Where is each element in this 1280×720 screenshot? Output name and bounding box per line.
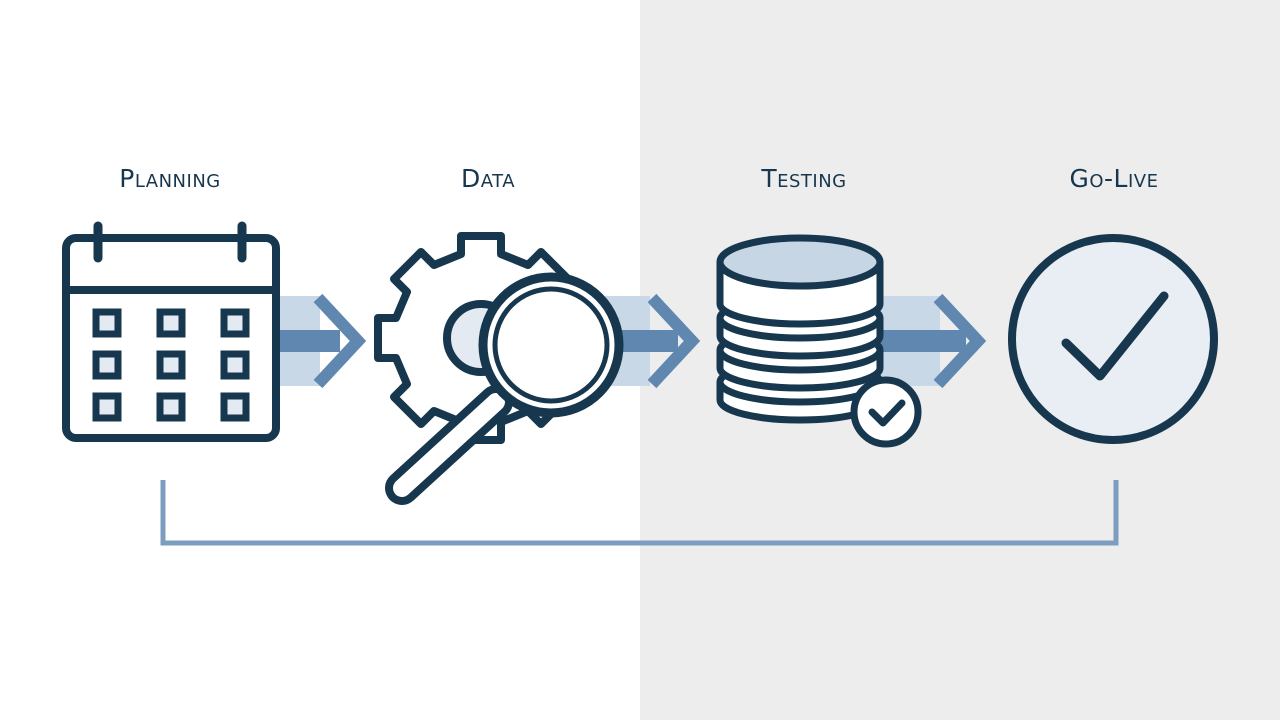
- magnifier-icon: [385, 272, 624, 505]
- stage-label-data: Data: [460, 164, 516, 193]
- bottom-connector-line: [160, 480, 1119, 546]
- stage-label-golive: Go-Live: [1069, 164, 1159, 193]
- arrow-testing-to-golive: [880, 293, 987, 389]
- stage-label-testing: Testing: [761, 164, 847, 193]
- gear-magnifier-icon: [374, 232, 624, 505]
- checkmark-circle-icon: [1008, 234, 1218, 444]
- check-badge-icon: [850, 376, 922, 448]
- calendar-icon: [62, 221, 280, 442]
- stage-label-planning: Planning: [119, 164, 221, 193]
- arrow-planning-to-data: [280, 293, 367, 389]
- database-check-icon: [716, 234, 922, 448]
